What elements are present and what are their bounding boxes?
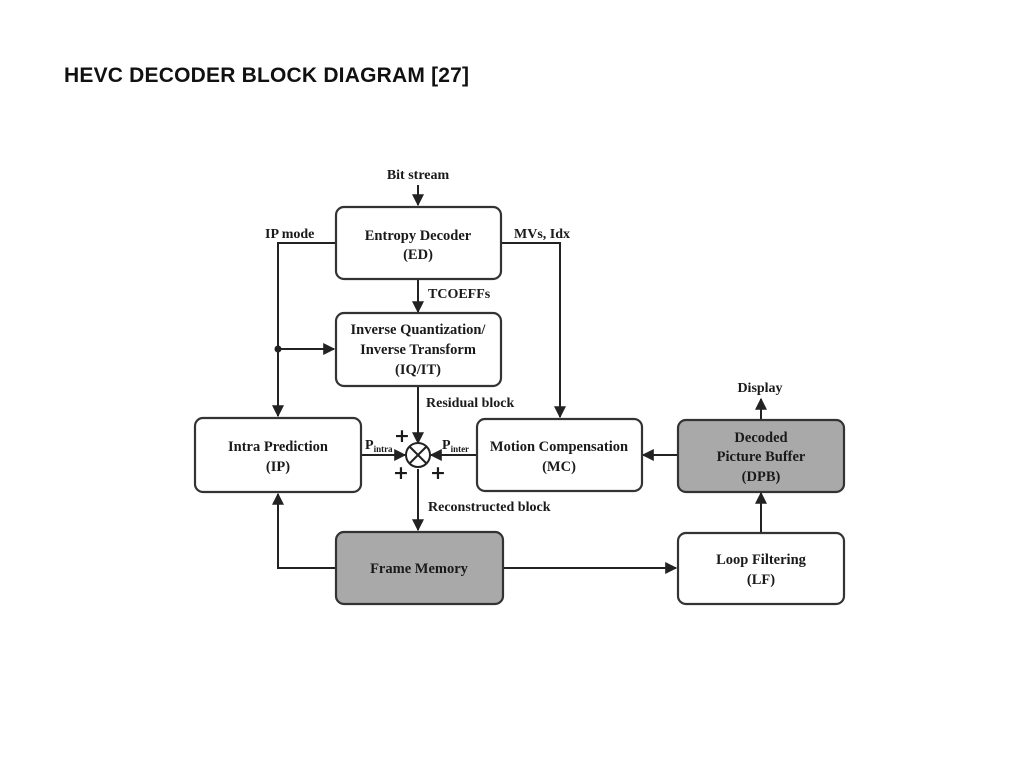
mvs-idx-label: MVs, Idx [514,227,570,242]
entropy-decoder-abbr: (ED) [403,247,433,263]
dpb-abbr: (DPB) [742,469,781,485]
connections [272,185,767,574]
loop-filtering-block: Loop Filtering (LF) [676,531,846,606]
dpb-block: Decoded Picture Buffer (DPB) [676,418,846,494]
junction-dot [274,345,282,353]
plus-sign-top: + [394,425,410,447]
reconstructed-block-label: Reconstructed block [428,500,551,515]
inverse-qt-abbr: (IQ/IT) [395,362,441,378]
dpb-label-2: Picture Buffer [717,449,806,465]
motion-compensation-label: Motion Compensation [490,439,628,455]
loop-filtering-label: Loop Filtering [716,552,807,568]
residual-block-label: Residual block [426,396,515,411]
bitstream-label: Bit stream [387,168,450,183]
slide-title: HEVC DECODER BLOCK DIAGRAM [27] [64,64,470,87]
frame-memory-block: Frame Memory [334,530,505,606]
loop-filtering-abbr: (LF) [747,572,775,588]
entropy-decoder-block: Entropy Decoder (ED) [334,205,503,281]
display-label: Display [737,381,782,396]
intra-prediction-label: Intra Prediction [228,439,328,455]
plus-sign-left: + [393,462,409,484]
p-intra-label: Pintra [365,438,393,454]
intra-prediction-block: Intra Prediction (IP) [193,416,363,494]
plus-sign-right: + [430,462,446,484]
summation-node [405,442,431,468]
entropy-decoder-label: Entropy Decoder [365,228,472,244]
tcoeffs-label: TCOEFFs [428,287,491,302]
intra-prediction-abbr: (IP) [266,459,290,475]
inverse-qt-label-1: Inverse Quantization/ [351,322,487,338]
inverse-qt-label-2: Inverse Transform [360,342,476,358]
ip-mode-line [272,242,336,418]
inverse-qt-block: Inverse Quantization/ Inverse Transform … [334,311,503,388]
ip-mode-label: IP mode [265,227,314,242]
p-inter-label: Pinter [442,438,469,454]
mvs-idx-line [501,242,566,419]
motion-compensation-abbr: (MC) [542,459,576,475]
motion-compensation-block: Motion Compensation (MC) [475,417,644,493]
frame-memory-to-ip-line [272,492,336,569]
frame-memory-label: Frame Memory [370,561,469,577]
dpb-label-1: Decoded [734,430,787,446]
